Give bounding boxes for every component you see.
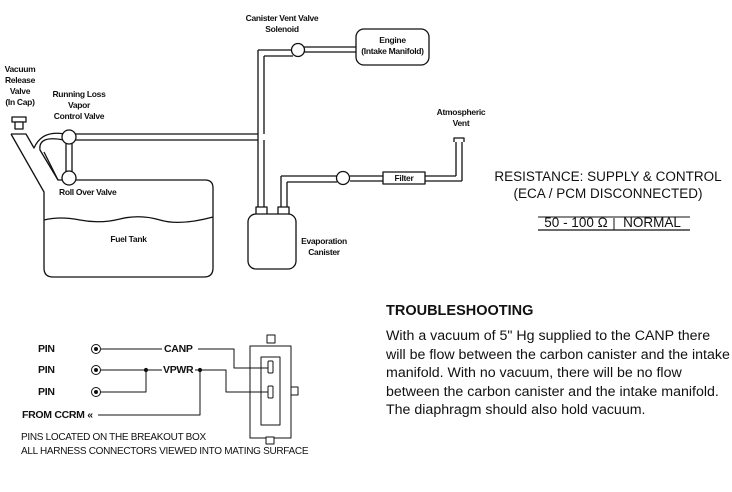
label-line: Evaporation (301, 236, 347, 246)
connector-terminal-1 (267, 360, 274, 374)
pin-3-label: PIN (38, 386, 55, 398)
canister-vent-valve-label: Canister Vent Valve Solenoid (236, 13, 328, 35)
label-line: Atmospheric (436, 107, 486, 117)
label-line: Vapor (67, 100, 91, 110)
running-loss-valve-icon (61, 129, 77, 145)
label-line: Running Loss (52, 89, 106, 99)
roll-over-valve-icon (61, 170, 77, 186)
connector-terminal-2 (267, 385, 274, 399)
resistance-subtitle: (ECA / PCM DISCONNECTED) (513, 186, 703, 201)
vacuum-release-cap-icon (11, 116, 27, 130)
vpwr-signal-label: VPWR (163, 364, 194, 376)
pin-1-label: PIN (38, 343, 55, 355)
label-line: Solenoid (265, 24, 299, 34)
fuel-tank-label: Fuel Tank (110, 234, 147, 244)
wiring-note-1: PINS LOCATED ON THE BREAKOUT BOX (21, 432, 206, 443)
label-line: Vent (452, 118, 470, 128)
pin-2-icon (91, 365, 101, 375)
engine-label: Engine (Intake Manifold) (356, 35, 429, 57)
pin-1-icon (91, 344, 101, 354)
label-line: Vacuum (4, 64, 36, 74)
fuel-level-line (43, 216, 214, 224)
canp-signal-label: CANP (164, 343, 193, 355)
label-line: Control Valve (53, 111, 105, 121)
label-line: Canister Vent Valve (245, 13, 319, 23)
resistance-status: NORMAL (623, 215, 681, 230)
resistance-value: 50 - 100 Ω (544, 215, 608, 230)
label-line: (In Cap) (5, 97, 35, 107)
atmospheric-vent-label: Atmospheric Vent (426, 107, 496, 129)
troubleshooting-title: TROUBLESHOOTING (386, 303, 534, 319)
fuel-tank-shape (10, 133, 214, 278)
running-loss-valve-label: Running Loss Vapor Control Valve (44, 89, 114, 122)
label-line: (Intake Manifold) (361, 46, 424, 56)
label-line: Release (4, 75, 36, 85)
roll-over-valve-label: Roll Over Valve (59, 187, 117, 197)
purge-valve-icon (335, 170, 351, 186)
troubleshooting-body: With a vacuum of 5" Hg supplied to the C… (386, 328, 730, 418)
resistance-title: RESISTANCE: SUPPLY & CONTROL (494, 169, 722, 184)
connector-inner (260, 356, 281, 426)
label-line: Valve (9, 86, 31, 96)
label-line: Canister (308, 247, 340, 257)
pin-3-icon (91, 387, 101, 397)
canister-vent-valve-icon (290, 42, 306, 58)
evaporation-canister-box (247, 213, 297, 270)
label-line: Engine (379, 35, 406, 45)
filter-box (382, 171, 426, 185)
atmospheric-vent-icon (453, 137, 465, 142)
wiring-note-2: ALL HARNESS CONNECTORS VIEWED INTO MATIN… (21, 446, 309, 457)
pin-2-label: PIN (38, 364, 55, 376)
from-ccrm-label: FROM CCRM « (22, 409, 93, 421)
evaporation-canister-label: Evaporation Canister (294, 236, 354, 258)
engine-box (355, 28, 430, 66)
filter-label: Filter (394, 173, 414, 183)
vacuum-release-valve-label: Vacuum Release Valve (In Cap) (0, 64, 40, 108)
